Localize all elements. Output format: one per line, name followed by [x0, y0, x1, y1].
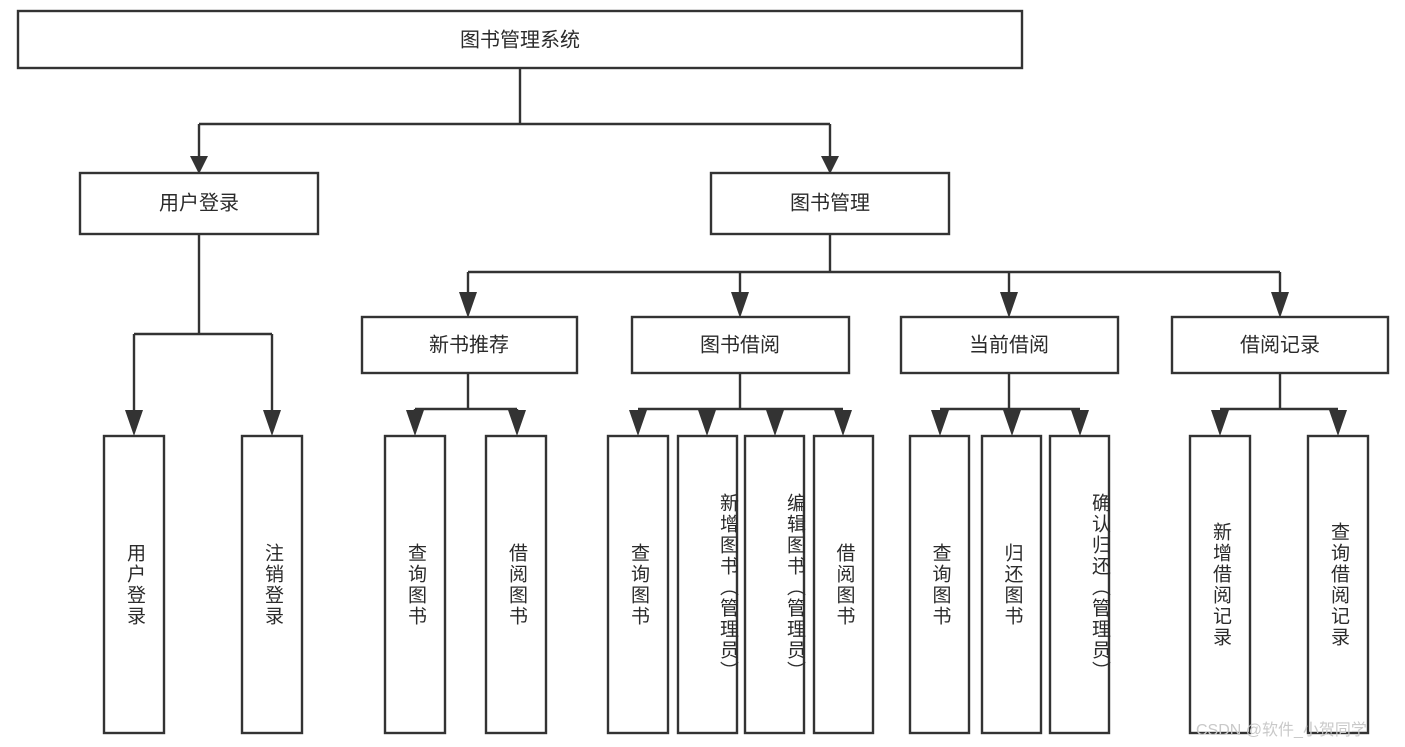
connector-group-current-borrow: [931, 373, 1089, 436]
arrowhead-leaf-add-book: [698, 410, 716, 436]
arrowhead-current-borrow: [1000, 292, 1018, 318]
node-book-manage[interactable]: 图书管理: [709, 171, 951, 236]
arrowhead-leaf-borrow-book-1: [508, 410, 526, 436]
node-leaf-query-book-1-box[interactable]: [383, 434, 447, 735]
node-borrow-record[interactable]: 借阅记录: [1170, 315, 1390, 375]
node-borrow-record-box[interactable]: [1170, 315, 1390, 375]
node-leaf-borrow-book-1-box[interactable]: [484, 434, 548, 735]
arrowhead-leaf-query-book-2: [629, 410, 647, 436]
arrowhead-user-login: [190, 156, 208, 174]
node-leaf-confirm-return-box[interactable]: [1048, 434, 1111, 735]
arrowhead-leaf-add-record: [1211, 410, 1229, 436]
connector-group-user-login: [125, 234, 281, 436]
connector-group-root: [190, 68, 839, 174]
node-book-borrow[interactable]: 图书借阅: [630, 315, 851, 375]
node-book-borrow-box[interactable]: [630, 315, 851, 375]
node-book-manage-label: 图书管理: [790, 191, 870, 214]
connector-group-book-manage: [459, 234, 1289, 318]
arrowhead-leaf-user-login: [125, 410, 143, 436]
csdn-watermark: CSDN @软件_小贺同学: [1196, 722, 1367, 739]
node-user-login[interactable]: 用户登录: [78, 171, 320, 236]
node-leaf-add-book-box[interactable]: [676, 434, 739, 735]
node-leaf-logout-box[interactable]: [240, 434, 304, 735]
node-leaf-add-record-box[interactable]: [1188, 434, 1252, 735]
node-leaf-user-login-box[interactable]: [102, 434, 166, 735]
node-leaf-borrow-book-2-box[interactable]: [812, 434, 875, 735]
node-current-borrow[interactable]: 当前借阅: [899, 315, 1120, 375]
node-leaf-edit-book-box[interactable]: [743, 434, 806, 735]
arrowhead-leaf-edit-book: [766, 410, 784, 436]
node-user-login-label: 用户登录: [159, 191, 239, 214]
arrowhead-leaf-logout: [263, 410, 281, 436]
node-leaf-query-book-3-box[interactable]: [908, 434, 971, 735]
node-leaf-return-book-box[interactable]: [980, 434, 1043, 735]
node-book-manage-box[interactable]: [709, 171, 951, 236]
node-new-book-rec-box[interactable]: [360, 315, 579, 375]
node-root[interactable]: 图书管理系统: [16, 9, 1024, 70]
node-user-login-box[interactable]: [78, 171, 320, 236]
leaf-boxes: [102, 434, 1370, 735]
arrowhead-book-manage: [821, 156, 839, 174]
node-new-book-rec[interactable]: 新书推荐: [360, 315, 579, 375]
connector-group-borrow-record: [1211, 373, 1347, 436]
arrowhead-new-book-rec: [459, 292, 477, 318]
arrowhead-leaf-borrow-book-2: [834, 410, 852, 436]
arrowhead-borrow-record: [1271, 292, 1289, 318]
connector-group-new-book-rec: [406, 373, 526, 436]
node-borrow-record-label: 借阅记录: [1240, 333, 1320, 356]
arrowhead-leaf-return-book: [1003, 410, 1021, 436]
node-leaf-query-record-box[interactable]: [1306, 434, 1370, 735]
connector-group-book-borrow: [629, 373, 852, 436]
node-book-borrow-label: 图书借阅: [700, 333, 780, 356]
node-root-box[interactable]: [16, 9, 1024, 70]
arrowhead-leaf-query-book-3: [931, 410, 949, 436]
arrowhead-book-borrow: [731, 292, 749, 318]
node-current-borrow-box[interactable]: [899, 315, 1120, 375]
node-leaf-query-book-2-box[interactable]: [606, 434, 670, 735]
node-root-label: 图书管理系统: [460, 28, 580, 51]
arrowhead-leaf-confirm-return: [1071, 410, 1089, 436]
node-new-book-rec-label: 新书推荐: [429, 333, 509, 356]
node-current-borrow-label: 当前借阅: [969, 333, 1049, 356]
arrowhead-leaf-query-record: [1329, 410, 1347, 436]
arrowhead-leaf-query-book-1: [406, 410, 424, 436]
